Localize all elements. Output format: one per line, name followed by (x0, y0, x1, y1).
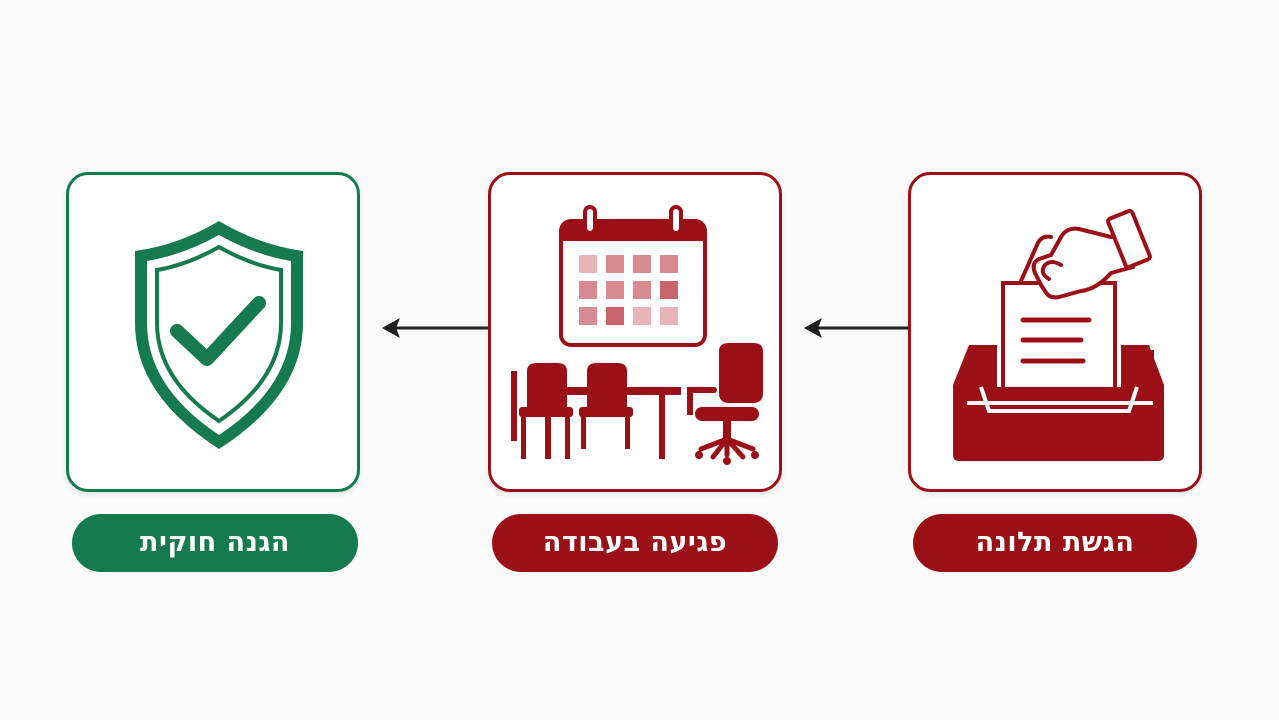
step-label-legal-protection: הגנה חוקית (72, 514, 358, 572)
step-card-legal-protection (66, 172, 360, 492)
arrow-left-icon (804, 318, 908, 338)
step-label-workplace-harm: פגיעה בעבודה (492, 514, 778, 572)
step-card-complaint (908, 172, 1202, 492)
calendar-grid (579, 255, 678, 325)
arrow-left-icon (382, 318, 488, 338)
step-card-workplace-harm (488, 172, 782, 492)
calendar-and-meeting-room-icon (511, 205, 763, 465)
step-label-complaint: הגשת תלונה (913, 514, 1197, 572)
shield-check-icon (135, 221, 303, 449)
document-into-tray-icon (953, 208, 1164, 461)
